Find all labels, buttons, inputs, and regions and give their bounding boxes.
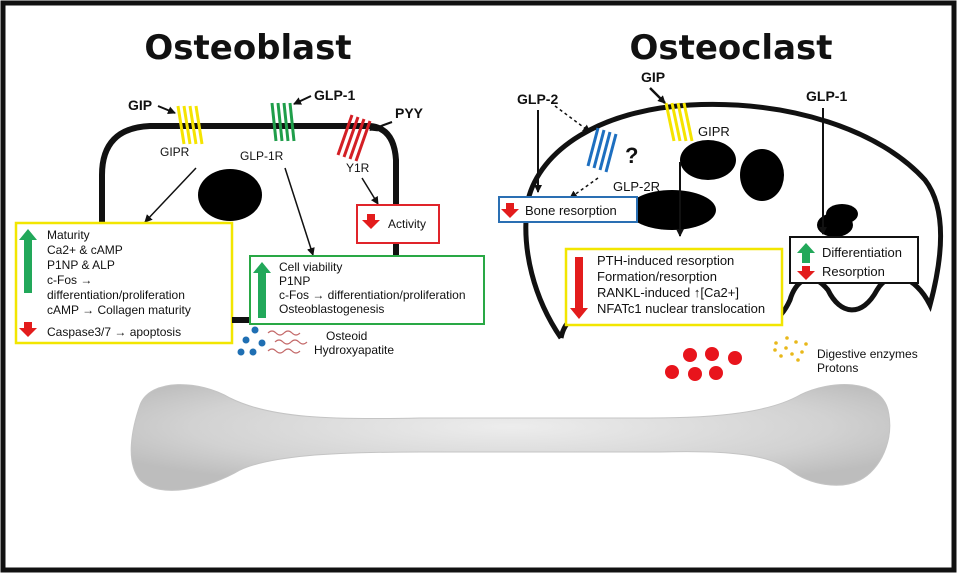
enzyme-dots — [773, 336, 808, 362]
unknown-mechanism-mark: ? — [625, 143, 638, 168]
gipr-up-item: cAMP → Collagen maturity — [47, 303, 191, 317]
osteoblast-nucleus — [198, 169, 262, 221]
glp1-up-item: Differentiation — [822, 245, 902, 260]
osteoblast-cell-membrane — [99, 123, 399, 318]
gipr-receptor-osteoclast — [664, 102, 694, 142]
gipr-up-item: differentiation/proliferation — [47, 288, 185, 302]
osteoblast-title: Osteoblast — [144, 28, 351, 68]
osteoid-label: Osteoid — [326, 329, 367, 343]
gip-label-osteoclast: GIP — [641, 69, 665, 85]
glp1r-receptor — [270, 102, 296, 142]
gipr-label-osteoclast: GIPR — [698, 124, 730, 139]
gip-effects-box-osteoclast: PTH-induced resorption Formation/resorpt… — [564, 247, 784, 327]
glp2r-receptor — [586, 127, 618, 173]
gip-down-item: NFATc1 nuclear translocation — [597, 301, 765, 316]
proton-dots — [665, 347, 742, 381]
gipr-label-osteoblast: GIPR — [160, 145, 190, 159]
down-arrow-icon — [570, 257, 588, 319]
glp1r-up-item: Osteoblastogenesis — [279, 302, 384, 316]
glp2r-label: GLP-2R — [613, 179, 660, 194]
osteoclast-nucleus — [740, 149, 784, 201]
y1r-receptor — [336, 114, 372, 162]
bone-image — [130, 384, 891, 491]
glp1r-up-item: c-Fos → differentiation/proliferation — [279, 288, 466, 302]
y1r-label: Y1R — [346, 161, 370, 175]
down-arrow-icon — [19, 322, 37, 337]
osteoid-dots — [237, 326, 266, 356]
gipr-down-item: Caspase3/7 → apoptosis — [47, 325, 181, 339]
up-arrow-icon — [19, 229, 37, 293]
gipr-up-item: Ca2+ & cAMP — [47, 243, 123, 257]
glp1r-up-item: Cell viability — [279, 260, 342, 274]
gipr-effects-box: Maturity Ca2+ & cAMP P1NP & ALP c-Fos → … — [14, 221, 234, 345]
glp1-effects-box-osteoclast: Differentiation Resorption — [789, 236, 919, 284]
glp1-label-osteoblast: GLP-1 — [314, 87, 355, 103]
gipr-up-item: P1NP & ALP — [47, 258, 115, 272]
gip-down-item: Formation/resorption — [597, 269, 717, 284]
protons-label: Protons — [817, 361, 858, 375]
glp2-effects-box: Bone resorption — [498, 196, 638, 223]
gip-down-item: PTH-induced resorption — [597, 253, 734, 268]
gipr-receptor-osteoblast — [176, 105, 204, 145]
glp2-down-item: Bone resorption — [525, 203, 617, 218]
osteoclast-nucleus — [680, 140, 736, 180]
glp2-label: GLP-2 — [517, 91, 558, 107]
down-arrow-icon — [362, 214, 380, 229]
glp1r-up-item: P1NP — [279, 274, 310, 288]
gipr-up-item: c-Fos → — [47, 273, 92, 287]
glp1r-label: GLP-1R — [240, 149, 284, 163]
y1r-effects-box: Activity — [356, 204, 440, 244]
hydroxyapatite-squiggles — [267, 330, 308, 354]
down-arrow-icon — [501, 203, 519, 218]
glp1-down-item: Resorption — [822, 264, 885, 279]
y1r-down-item: Activity — [388, 217, 426, 231]
osteoclast-title: Osteoclast — [629, 28, 832, 68]
pyy-label: PYY — [395, 105, 424, 121]
down-arrow-icon — [797, 266, 815, 280]
hydroxyapatite-label: Hydroxyapatite — [314, 343, 394, 357]
up-arrow-icon — [797, 243, 815, 263]
gip-down-item: RANKL-induced ↑[Ca2+] — [597, 285, 739, 300]
up-arrow-icon — [253, 262, 271, 318]
gip-label-osteoblast: GIP — [128, 97, 152, 113]
glp1-label-osteoclast: GLP-1 — [806, 88, 847, 104]
osteoclast-nucleus — [628, 190, 716, 230]
glp1r-effects-box: Cell viability P1NP c-Fos → differentiat… — [232, 255, 485, 325]
digestive-enzymes-label: Digestive enzymes — [817, 347, 918, 361]
gipr-up-item: Maturity — [47, 228, 90, 242]
